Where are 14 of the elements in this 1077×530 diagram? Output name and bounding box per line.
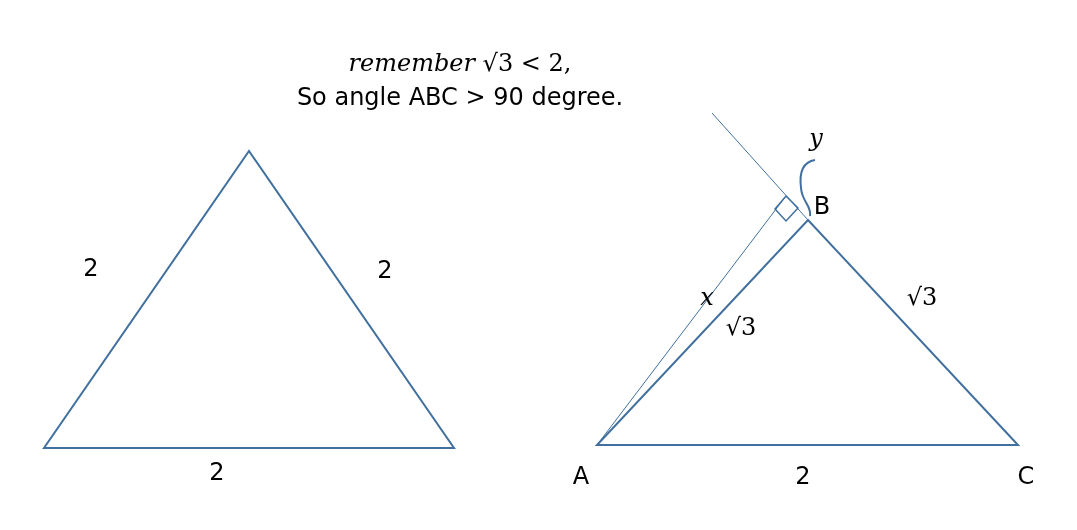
vertex-label: B <box>813 192 831 220</box>
vertex-label: C <box>1017 462 1035 490</box>
vertex-label: A <box>572 462 590 490</box>
side-length-label: 2 <box>377 256 393 284</box>
variable-label: y <box>809 124 823 152</box>
side-length-label: 2 <box>83 254 99 282</box>
side-length-label: 2 <box>209 458 225 486</box>
variable-label: x <box>700 283 714 311</box>
side-length-label: √3 <box>906 283 938 311</box>
side-length-label: 2 <box>795 462 811 490</box>
side-length-label: √3 <box>725 313 757 341</box>
note-text: remember √3 < 2, <box>348 49 572 77</box>
leader-line <box>799 159 816 217</box>
note-text: So angle ABC > 90 degree. <box>296 83 624 111</box>
